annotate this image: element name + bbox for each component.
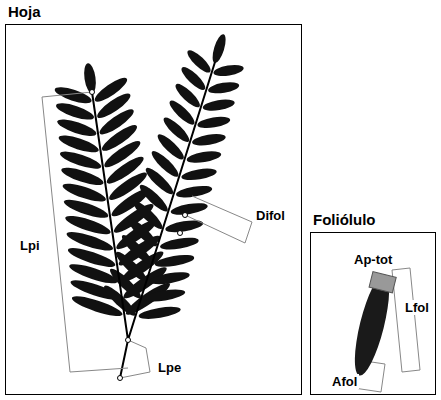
measure-label: Difol [254,208,287,223]
panel-heading: Foliólulo [313,211,375,228]
measure-label: Lfol [403,300,431,315]
measure-label: Lpi [18,238,42,253]
measure-label: Afol [330,374,359,389]
measure-label: Ap-tot [352,252,394,267]
measure-label: Lpe [156,360,183,375]
panel-heading: Hoja [8,3,41,20]
